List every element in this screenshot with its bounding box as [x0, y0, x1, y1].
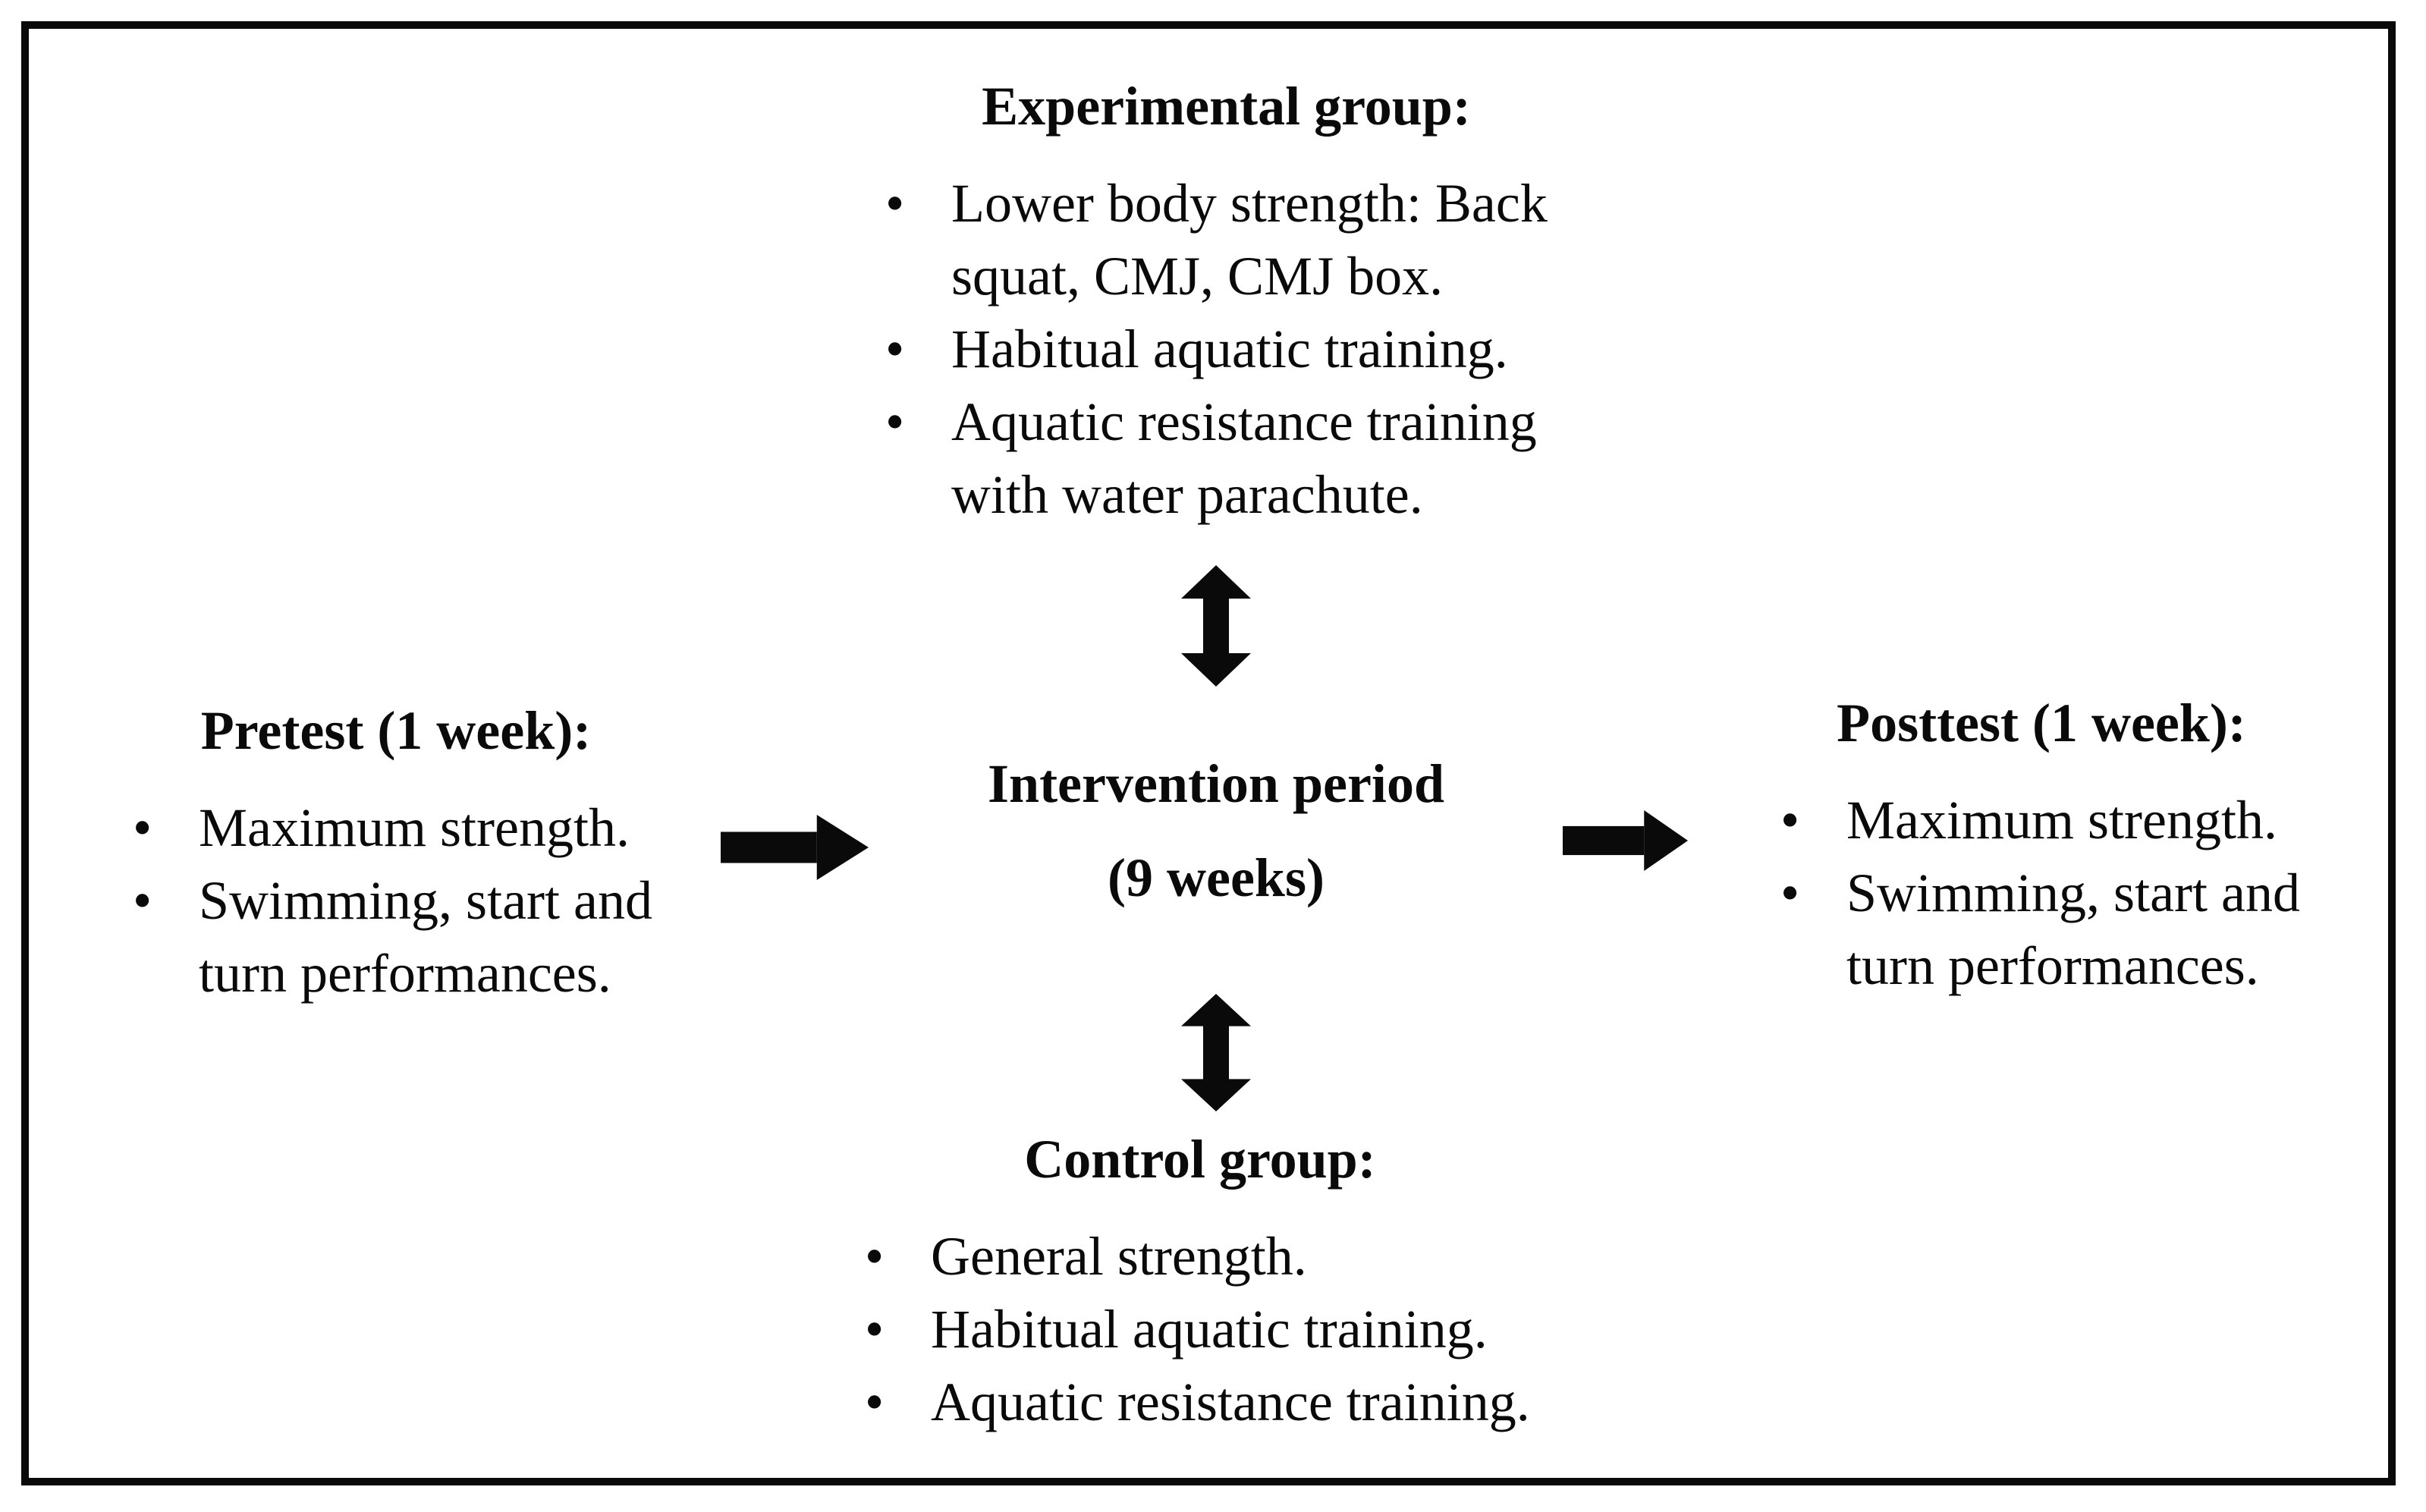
- pretest-list: Maximum strength. Swimming, start and tu…: [127, 791, 665, 1010]
- experimental-group-section: Experimental group: Lower body strength:…: [879, 70, 1573, 531]
- list-item: General strength.: [859, 1220, 1541, 1293]
- control-group-title: Control group:: [1024, 1129, 1376, 1190]
- list-item: Aquatic resistance training.: [859, 1366, 1541, 1438]
- list-item: Swimming, start and turn performances.: [127, 864, 665, 1010]
- posttest-section: Posttest (1 week): Maximum strength. Swi…: [1774, 687, 2308, 1002]
- pretest-section: Pretest (1 week): Maximum strength. Swim…: [127, 694, 665, 1010]
- list-item: Aquatic resistance training with water p…: [879, 385, 1573, 531]
- control-group-list: General strength. Habitual aquatic train…: [859, 1220, 1541, 1438]
- list-item: Swimming, start and turn performances.: [1774, 857, 2308, 1002]
- right-arrow-icon: [721, 815, 869, 880]
- control-group-section: Control group: General strength. Habitua…: [859, 1123, 1541, 1438]
- list-item: Maximum strength.: [1774, 784, 2308, 857]
- experimental-group-title: Experimental group:: [982, 76, 1471, 137]
- up-down-arrow-icon: [1178, 994, 1254, 1111]
- posttest-list: Maximum strength. Swimming, start and tu…: [1774, 784, 2308, 1002]
- list-item: Maximum strength.: [127, 791, 665, 864]
- intervention-period-section: Intervention period (9 weeks): [875, 747, 1557, 914]
- list-item: Lower body strength: Back squat, CMJ, CM…: [879, 167, 1573, 313]
- intervention-period-duration: (9 weeks): [1108, 847, 1325, 908]
- right-arrow-icon: [1563, 810, 1688, 871]
- posttest-title: Posttest (1 week):: [1837, 693, 2246, 753]
- pretest-title: Pretest (1 week):: [200, 700, 592, 761]
- list-item: Habitual aquatic training.: [879, 313, 1573, 385]
- up-down-arrow-icon: [1178, 565, 1254, 687]
- list-item: Habitual aquatic training.: [859, 1293, 1541, 1366]
- experimental-group-list: Lower body strength: Back squat, CMJ, CM…: [879, 167, 1573, 531]
- intervention-period-title: Intervention period: [988, 753, 1444, 814]
